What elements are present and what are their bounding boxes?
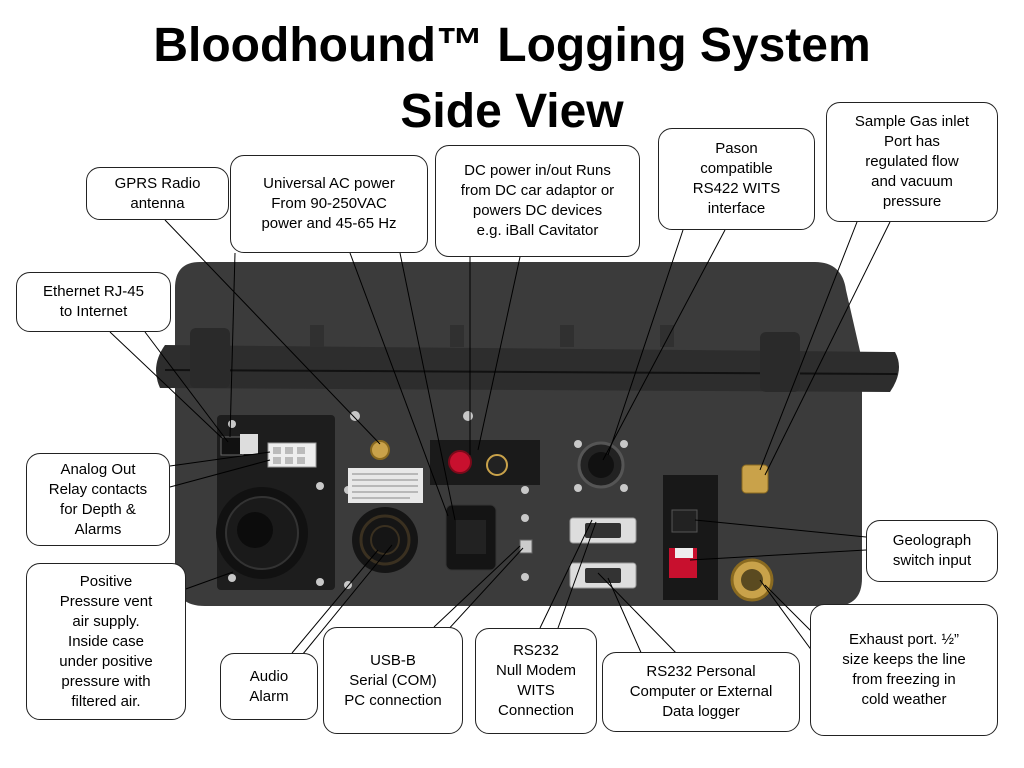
- exhaust-port-bore: [741, 569, 763, 591]
- callout-text: RS232 Personal Computer or External Data…: [629, 663, 773, 720]
- callout-positive-pressure-vent: Positive Pressure vent air supply. Insid…: [26, 563, 186, 720]
- ethernet-label: [240, 434, 258, 454]
- sticker-text-lines: [352, 473, 418, 499]
- callout-text: Positive Pressure vent air supply. Insid…: [59, 572, 153, 710]
- page-subtitle: Side View: [400, 85, 624, 138]
- db9-null-modem-face: [585, 523, 621, 538]
- buzzer-ring: [359, 514, 411, 566]
- callout-gprs-radio-antenna: GPRS Radio antenna: [86, 167, 229, 220]
- callout-text: RS232 Null Modem WITS Connection: [495, 642, 577, 719]
- callout-exhaust-port: Exhaust port. ½” size keeps the line fro…: [810, 604, 998, 736]
- geolograph-switch-black: [671, 509, 698, 533]
- callout-universal-ac-power: Universal AC power From 90-250VAC power …: [230, 155, 428, 253]
- callout-analog-out-relay: Analog Out Relay contacts for Depth & Al…: [26, 453, 170, 546]
- ridge: [310, 325, 324, 347]
- page-title: Bloodhound™ Logging System: [153, 19, 871, 72]
- usb-b-port: [519, 539, 533, 554]
- dc-red-terminal: [448, 450, 472, 474]
- latch: [190, 328, 230, 388]
- callout-text: USB-B Serial (COM) PC connection: [344, 651, 442, 709]
- callout-rs232-null-modem: RS232 Null Modem WITS Connection: [475, 628, 597, 734]
- callout-text: Geolograph switch input: [892, 532, 972, 569]
- dc-black-terminal: [486, 454, 508, 476]
- ac-inlet-socket: [456, 520, 486, 554]
- callout-audio-alarm: Audio Alarm: [220, 653, 318, 720]
- callout-dc-power: DC power in/out Runs from DC car adaptor…: [435, 145, 640, 257]
- latch: [760, 332, 800, 392]
- rs422-connector-face: [588, 452, 614, 478]
- ridge: [660, 325, 674, 347]
- case-lid-band: [156, 345, 899, 392]
- callout-text: Sample Gas inlet Port has regulated flow…: [854, 113, 970, 210]
- callout-text: Analog Out Relay contacts for Depth & Al…: [48, 460, 148, 538]
- vent-fan-hub: [237, 512, 273, 548]
- callout-text: Pason compatible RS422 WITS interface: [692, 140, 781, 217]
- callout-usb-b-serial: USB-B Serial (COM) PC connection: [323, 627, 463, 734]
- db9-personal-face: [585, 568, 621, 583]
- gprs-antenna-connector: [370, 440, 390, 460]
- callout-text: Audio Alarm: [249, 667, 289, 705]
- callout-text: GPRS Radio antenna: [114, 174, 201, 212]
- geolograph-panel: [663, 475, 718, 600]
- callout-text: Exhaust port. ½” size keeps the line fro…: [842, 631, 966, 708]
- callout-pason-rs422: Pason compatible RS422 WITS interface: [658, 128, 815, 230]
- callout-sample-gas-inlet: Sample Gas inlet Port has regulated flow…: [826, 102, 998, 222]
- callout-text: DC power in/out Runs from DC car adaptor…: [460, 162, 615, 239]
- sample-gas-inlet-fitting: [741, 464, 769, 494]
- callout-text: Universal AC power From 90-250VAC power …: [261, 175, 397, 232]
- relay-terminal-pins: [273, 447, 305, 464]
- callout-ethernet-rj45: Ethernet RJ-45 to Internet: [16, 272, 171, 332]
- ethernet-port: [220, 436, 244, 456]
- callout-rs232-personal-computer: RS232 Personal Computer or External Data…: [602, 652, 800, 732]
- ridge: [450, 325, 464, 347]
- geolograph-switch-red-top: [675, 548, 693, 558]
- callout-geolograph-switch: Geolograph switch input: [866, 520, 998, 582]
- callout-text: Ethernet RJ-45 to Internet: [43, 283, 144, 320]
- leader-lines: [109, 219, 891, 661]
- ridge: [560, 325, 574, 347]
